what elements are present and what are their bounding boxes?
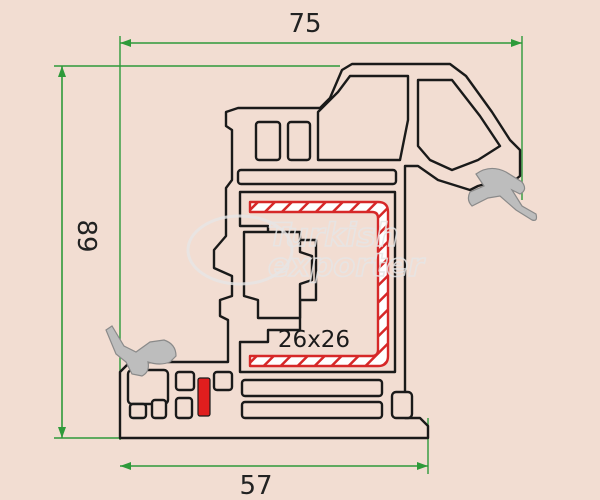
chamber-bottom-a bbox=[128, 402, 148, 420]
chamber-top-main bbox=[316, 74, 410, 162]
dimension-bottom: 57 bbox=[120, 418, 429, 500]
pvc-profile bbox=[118, 62, 522, 440]
gasket-bottom-left bbox=[105, 325, 177, 377]
dimension-top-label: 75 bbox=[288, 9, 321, 39]
reinforcement-size-label: 26x26 bbox=[278, 327, 350, 353]
red-insert bbox=[197, 377, 211, 417]
chamber-top-right bbox=[416, 78, 502, 172]
chamber-bottom-right bbox=[390, 390, 414, 420]
steel-reinforcement: 26x26 bbox=[248, 200, 390, 368]
watermark: Turkish exporter bbox=[186, 214, 427, 286]
chamber-strip bbox=[236, 168, 398, 186]
chamber-top-left bbox=[254, 120, 282, 162]
chamber-bottom-wide bbox=[240, 378, 384, 398]
gasket-top-right bbox=[467, 167, 538, 221]
dimension-left-label: 89 bbox=[71, 219, 101, 252]
watermark-line1: Turkish bbox=[268, 216, 398, 254]
dimension-bottom-label: 57 bbox=[239, 471, 272, 500]
chamber-bottom-wide2 bbox=[240, 400, 384, 420]
watermark-line2: exporter bbox=[268, 246, 426, 284]
dimension-left: 89 bbox=[54, 65, 340, 439]
chamber-bottom-c bbox=[174, 396, 194, 420]
chamber-bottom-slot2 bbox=[212, 370, 234, 392]
chamber-bottom-slot1 bbox=[174, 370, 196, 392]
reinforcement-u-profile bbox=[248, 200, 390, 368]
chamber-top-mid bbox=[286, 120, 312, 162]
gaskets bbox=[105, 167, 538, 377]
chamber-bottom-b bbox=[150, 398, 168, 420]
